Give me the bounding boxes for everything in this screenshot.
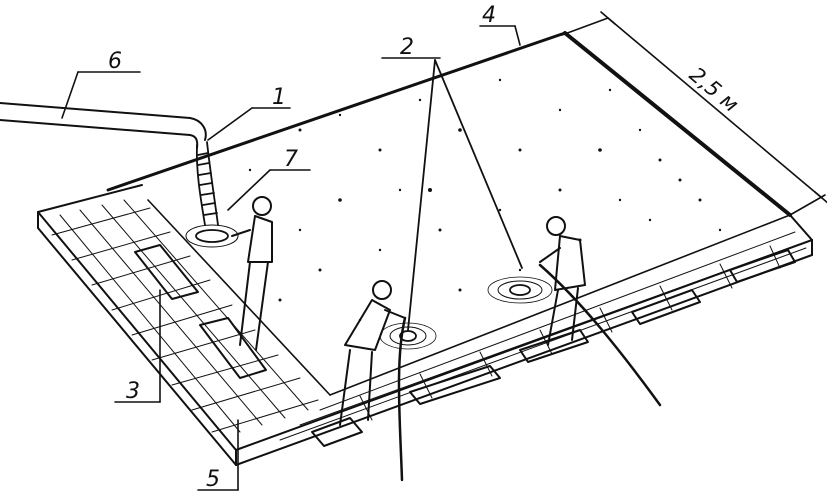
dimension-line — [561, 11, 827, 216]
concrete-pipe — [0, 102, 207, 149]
label-2: 2 — [400, 35, 414, 60]
leaders — [61, 25, 521, 491]
label-5: 5 — [206, 467, 220, 492]
worker-right — [539, 216, 586, 346]
board-left-lower — [199, 317, 267, 379]
slab — [37, 31, 813, 466]
worker-front — [339, 280, 406, 426]
flexible-hose — [185, 141, 239, 248]
board-3 — [134, 244, 199, 300]
label-7: 7 — [284, 147, 298, 172]
label-1: 1 — [272, 85, 286, 110]
rebar-mesh-front — [279, 231, 807, 441]
board-front-4 — [631, 289, 701, 325]
vibrators — [379, 59, 662, 482]
board-front-3 — [519, 329, 589, 363]
label-4: 4 — [482, 3, 496, 28]
worker-left — [231, 196, 273, 351]
rebar-mesh-left — [51, 199, 319, 433]
concrete-texture — [248, 78, 722, 322]
label-3: 3 — [126, 379, 140, 404]
label-6: 6 — [108, 49, 122, 74]
board-front-2 — [409, 365, 501, 405]
board-front-1 — [311, 417, 363, 447]
walking-boards — [134, 244, 796, 447]
board-front-5 — [729, 249, 796, 283]
